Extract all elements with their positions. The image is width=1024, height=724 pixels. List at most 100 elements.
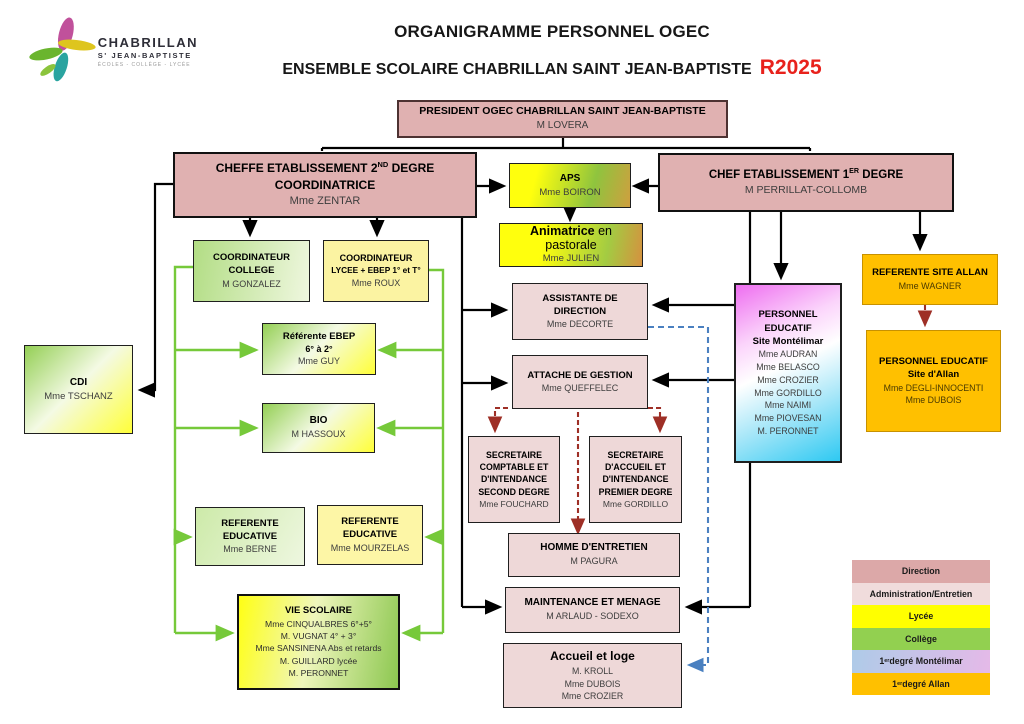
chef-name: M PERRILLAT-COLLOMB — [744, 183, 868, 196]
box-attache-gestion: ATTACHE DE GESTION Mme QUEFFELEC — [512, 355, 648, 409]
legend-college: Collège — [852, 627, 990, 650]
coord-college-l1: COORDINATEUR — [213, 252, 290, 264]
ref-ebep-l2: 6° à 2° — [305, 343, 333, 354]
sec-accueil-line: PREMIER DEGRE — [598, 486, 673, 497]
vie-scolaire-name: Mme SANSINENA Abs et retards — [255, 643, 382, 654]
cheffe-title2: COORDINATRICE — [274, 178, 376, 193]
pers-allan-l1: PERSONNEL EDUCATIF — [879, 355, 988, 367]
subtitle-text: ENSEMBLE SCOLAIRE CHABRILLAN SAINT JEAN-… — [282, 61, 752, 78]
box-referente-site-allan: REFERENTE SITE ALLAN Mme WAGNER — [862, 254, 998, 305]
accueil-title: Accueil et loge — [550, 648, 635, 663]
box-secretaire-comptable: SECRETAIRE COMPTABLE ET D'INTENDANCE SEC… — [468, 436, 560, 523]
accueil-name: Mme DUBOIS — [564, 678, 621, 689]
ref-allan-name: Mme WAGNER — [898, 280, 962, 291]
box-homme-entretien: HOMME D'ENTRETIEN M PAGURA — [508, 533, 680, 577]
ref-mourzelas-l1: REFERENTE — [341, 516, 399, 528]
legend-lycee: Lycée — [852, 605, 990, 628]
page-subtitle: ENSEMBLE SCOLAIRE CHABRILLAN SAINT JEAN-… — [232, 56, 872, 80]
pers-mont-name: Mme NAIMI — [764, 400, 812, 411]
pers-mont-l1: PERSONNEL — [758, 309, 818, 321]
pers-mont-name: Mme BELASCO — [756, 362, 820, 373]
box-aps: APS Mme BOIRON — [509, 163, 631, 208]
ref-berne-l2: EDUCATIVE — [222, 530, 278, 542]
box-president: PRESIDENT OGEC CHABRILLAN SAINT JEAN-BAP… — [397, 100, 728, 138]
cheffe-title: CHEFFE ETABLISSEMENT 2ND DEGRE — [215, 160, 435, 176]
animatrice-title: Animatrice en pastorale — [530, 224, 612, 253]
pers-mont-l3: Site Montélimar — [752, 336, 824, 348]
ref-mourzelas-name: Mme MOURZELAS — [330, 542, 410, 553]
box-chef-1er-degre: CHEF ETABLISSEMENT 1ER DEGRE M PERRILLAT… — [658, 153, 954, 212]
pers-mont-name: Mme CROZIER — [757, 374, 819, 385]
sec-comptable-line: SECRETAIRE — [485, 449, 543, 460]
logo-line1: CHABRILLAN — [97, 34, 198, 50]
pers-allan-name: Mme DUBOIS — [905, 395, 962, 406]
pers-mont-name: Mme AUDRAN — [758, 349, 818, 360]
maintenance-title: MAINTENANCE ET MENAGE — [524, 597, 661, 609]
assistante-name: Mme DECORTE — [546, 319, 614, 330]
page-title: ORGANIGRAMME PERSONNEL OGEC — [394, 22, 710, 41]
box-cheffe-2nd-degre: CHEFFE ETABLISSEMENT 2ND DEGRE COORDINAT… — [173, 152, 477, 218]
box-animatrice-pastorale: Animatrice en pastorale Mme JULIEN — [499, 223, 643, 267]
vie-scolaire-name: M. PERONNET — [288, 668, 349, 679]
aps-title: APS — [559, 172, 581, 184]
sec-accueil-line: D'INTENDANCE — [602, 474, 669, 485]
box-secretaire-accueil: SECRETAIRE D'ACCUEIL ET D'INTENDANCE PRE… — [589, 436, 682, 523]
president-title: PRESIDENT OGEC CHABRILLAN SAINT JEAN-BAP… — [419, 105, 706, 118]
assistante-l2: DIRECTION — [553, 305, 607, 317]
vie-scolaire-name: M. VUGNAT 4° + 3° — [280, 630, 357, 641]
attache-title: ATTACHE DE GESTION — [527, 369, 633, 381]
pers-mont-l2: EDUCATIF — [764, 322, 812, 334]
president-name: M LOVERA — [536, 120, 589, 132]
ref-berne-l1: REFERENTE — [221, 517, 279, 529]
pers-mont-name: Mme GORDILLO — [754, 387, 822, 398]
cdi-title: CDI — [69, 376, 88, 388]
maintenance-name: M ARLAUD - SODEXO — [546, 611, 639, 622]
sec-accueil-line: SECRETAIRE — [607, 449, 664, 460]
box-personnel-educatif-allan: PERSONNEL EDUCATIF Site d'Allan Mme DEGL… — [866, 330, 1001, 432]
accueil-name: M. KROLL — [571, 665, 614, 676]
coord-college-name: M GONZALEZ — [222, 278, 281, 289]
pers-allan-name: Mme DEGLI-INNOCENTI — [883, 382, 984, 393]
assistante-l1: ASSISTANTE DE — [542, 292, 618, 304]
chef-title: CHEF ETABLISSEMENT 1ER DEGRE — [708, 167, 904, 181]
coord-lycee-name: Mme ROUX — [351, 277, 401, 288]
header: ORGANIGRAMME PERSONNEL OGEC ENSEMBLE SCO… — [232, 22, 872, 80]
logo-line3: ÉCOLES - COLLÈGE - LYCÉE — [97, 61, 191, 68]
box-coordinateur-lycee: COORDINATEUR LYCEE + EBEP 1° et T° Mme R… — [323, 240, 429, 302]
vie-scolaire-title: VIE SCOLAIRE — [284, 605, 353, 617]
logo-line2: S' JEAN-BAPTISTE — [97, 50, 192, 60]
box-assistante-direction: ASSISTANTE DE DIRECTION Mme DECORTE — [512, 283, 648, 340]
accueil-name: Mme CROZIER — [561, 691, 624, 702]
vie-scolaire-name: M. GUILLARD lycée — [279, 655, 358, 666]
coord-lycee-l1: COORDINATEUR — [339, 253, 413, 264]
homme-title: HOMME D'ENTRETIEN — [540, 542, 648, 554]
sec-comptable-line: COMPTABLE ET — [479, 462, 549, 473]
pers-allan-l2: Site d'Allan — [907, 369, 960, 381]
ref-allan-title: REFERENTE SITE ALLAN — [872, 267, 988, 279]
sec-comptable-line: SECOND DEGRE — [478, 486, 550, 497]
year-badge: R2025 — [759, 56, 822, 79]
bio-name: M HASSOUX — [291, 429, 346, 440]
box-personnel-educatif-montelimar: PERSONNEL EDUCATIF Site Montélimar Mme A… — [734, 283, 842, 463]
vie-scolaire-name: Mme CINQUALBRES 6°+5° — [265, 618, 372, 629]
logo-text: CHABRILLAN S' JEAN-BAPTISTE ÉCOLES - COL… — [98, 35, 198, 68]
box-referente-educative-berne: REFERENTE EDUCATIVE Mme BERNE — [195, 507, 305, 566]
box-accueil-loge: Accueil et loge M. KROLL Mme DUBOIS Mme … — [503, 643, 682, 708]
ref-mourzelas-l2: EDUCATIVE — [342, 529, 398, 541]
cheffe-name: Mme ZENTAR — [289, 194, 361, 207]
box-coordinateur-college: COORDINATEUR COLLEGE M GONZALEZ — [193, 240, 310, 302]
sec-accueil-line: D'ACCUEIL ET — [604, 462, 667, 473]
box-vie-scolaire: VIE SCOLAIRE Mme CINQUALBRES 6°+5° M. VU… — [237, 594, 400, 690]
bio-title: BIO — [309, 415, 328, 427]
aps-name: Mme BOIRON — [539, 186, 601, 198]
pers-mont-name: Mme PIOVESAN — [754, 413, 822, 424]
coord-lycee-l2: LYCEE + EBEP 1° et T° — [331, 264, 421, 275]
box-referente-ebep: Référente EBEP 6° à 2° Mme GUY — [262, 323, 376, 375]
ref-berne-name: Mme BERNE — [223, 544, 277, 555]
ref-ebep-l1: Référente EBEP — [282, 330, 356, 342]
attache-name: Mme QUEFFELEC — [541, 383, 619, 394]
sec-accueil-name: Mme GORDILLO — [602, 498, 669, 509]
